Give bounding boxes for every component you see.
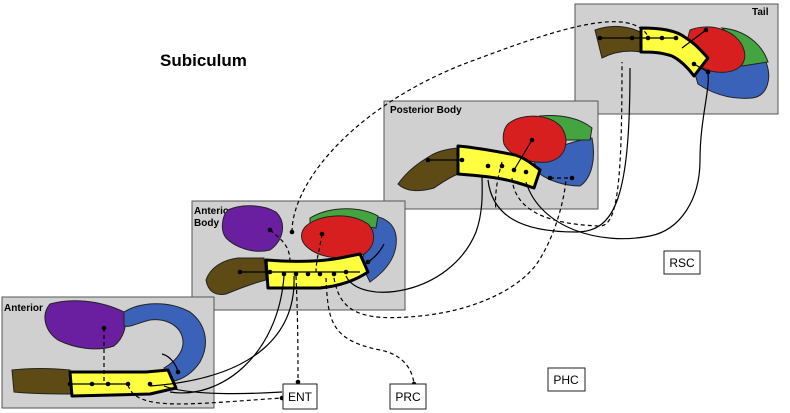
panel-anterior-body-label-line2: Body xyxy=(194,218,219,229)
region-phc-label: PHC xyxy=(553,373,579,387)
terminal-dot xyxy=(175,369,181,375)
panel-posterior-body-label: Posterior Body xyxy=(390,105,462,116)
terminal-dot xyxy=(289,229,295,235)
anterior-body-to-posterior-body-dashed-connection xyxy=(333,177,567,319)
panel-anterior-body-label-line1: Anterior xyxy=(194,206,233,217)
terminal-dot xyxy=(629,35,635,41)
region-ent-label: ENT xyxy=(288,390,313,404)
anterior-to-anterior-body-connection xyxy=(149,275,295,387)
terminal-dot xyxy=(485,163,491,169)
posterior-body-red-connection xyxy=(513,139,533,171)
terminal-dot xyxy=(705,69,711,75)
region-prc: PRC xyxy=(389,383,427,410)
panel-posterior-body: Posterior Body xyxy=(383,100,599,210)
anterior-body-purple-region xyxy=(221,205,284,252)
anterior-purple-region xyxy=(44,300,127,350)
tail-blue-connection xyxy=(693,63,709,73)
region-prc-box xyxy=(389,383,427,410)
anterior-body-to-tail-connection xyxy=(291,21,649,233)
anterior-to-ent-dashed-connection xyxy=(127,384,283,405)
terminal-dot xyxy=(267,269,273,275)
region-phc: PHC xyxy=(547,367,586,392)
terminal-dot xyxy=(499,163,505,169)
terminal-dot xyxy=(659,35,665,41)
panel-tail: Tail xyxy=(574,3,779,115)
anterior-body-purple-connection xyxy=(269,229,291,263)
terminal-dot xyxy=(317,271,323,277)
tail-subiculum xyxy=(639,26,710,78)
terminal-dot xyxy=(425,157,431,163)
terminal-dot xyxy=(365,259,371,265)
terminal-dot xyxy=(703,27,709,33)
terminal-dot xyxy=(105,381,111,387)
region-ent-box xyxy=(282,383,318,410)
region-rsc-box xyxy=(663,250,701,275)
diagram-title: Subiculum xyxy=(160,51,247,70)
terminal-dot xyxy=(691,61,697,67)
terminal-dot xyxy=(293,271,299,277)
terminal-dot xyxy=(237,269,243,275)
tail-red-connection xyxy=(681,29,707,49)
terminal-dot xyxy=(645,35,651,41)
anterior-body-red-connection xyxy=(315,233,323,273)
terminal-dot xyxy=(101,325,107,331)
region-ent: ENT xyxy=(282,383,318,410)
panel-anterior-body: Anterior Body xyxy=(191,200,406,311)
posterior-body-to-rsc-dashed-connection xyxy=(494,161,503,211)
terminal-dot xyxy=(459,157,465,163)
terminal-dot xyxy=(673,35,679,41)
anterior-body-subiculum xyxy=(264,252,370,290)
anterior-body-to-ent-connection xyxy=(295,275,299,383)
region-rsc-label: RSC xyxy=(669,256,695,270)
posterior-body-to-rsc-connection xyxy=(525,73,709,240)
anterior-body-to-prc-connection xyxy=(325,277,415,385)
anterior-subiculum xyxy=(68,368,178,398)
panel-tail-label: Tail xyxy=(752,7,769,18)
region-phc-box xyxy=(547,367,586,392)
terminal-dot xyxy=(147,381,153,387)
terminal-dot xyxy=(529,137,535,143)
terminal-dot xyxy=(597,35,603,41)
terminal-dot xyxy=(547,175,553,181)
terminal-dot xyxy=(125,381,131,387)
anterior-body-red-region xyxy=(301,215,374,259)
terminal-dot xyxy=(331,271,337,277)
terminal-dot xyxy=(305,271,311,277)
terminal-dot xyxy=(343,269,349,275)
posterior-body-red-region xyxy=(502,115,567,163)
anterior-body-to-posterior-body-connection xyxy=(345,175,483,293)
panel-anterior: Anterior xyxy=(1,296,215,409)
terminal-dot xyxy=(281,271,287,277)
anterior-to-anterior-body-connection-2 xyxy=(169,275,285,394)
terminal-dot xyxy=(67,381,73,387)
terminal-dot xyxy=(569,175,575,181)
terminals xyxy=(67,27,711,401)
terminal-dot xyxy=(267,227,273,233)
anterior-brown-region xyxy=(11,368,73,395)
anterior-body-brown-region xyxy=(205,257,267,295)
terminal-dot xyxy=(511,167,517,173)
terminal-dot xyxy=(319,231,325,237)
connections xyxy=(70,21,709,405)
terminal-dot xyxy=(89,381,95,387)
region-prc-label: PRC xyxy=(395,390,421,404)
terminal-dot xyxy=(295,379,301,385)
anterior-to-ent-connection xyxy=(163,385,283,395)
panel-anterior-label: Anterior xyxy=(4,303,43,314)
region-rsc: RSC xyxy=(663,250,701,275)
terminal-dot xyxy=(523,169,529,175)
